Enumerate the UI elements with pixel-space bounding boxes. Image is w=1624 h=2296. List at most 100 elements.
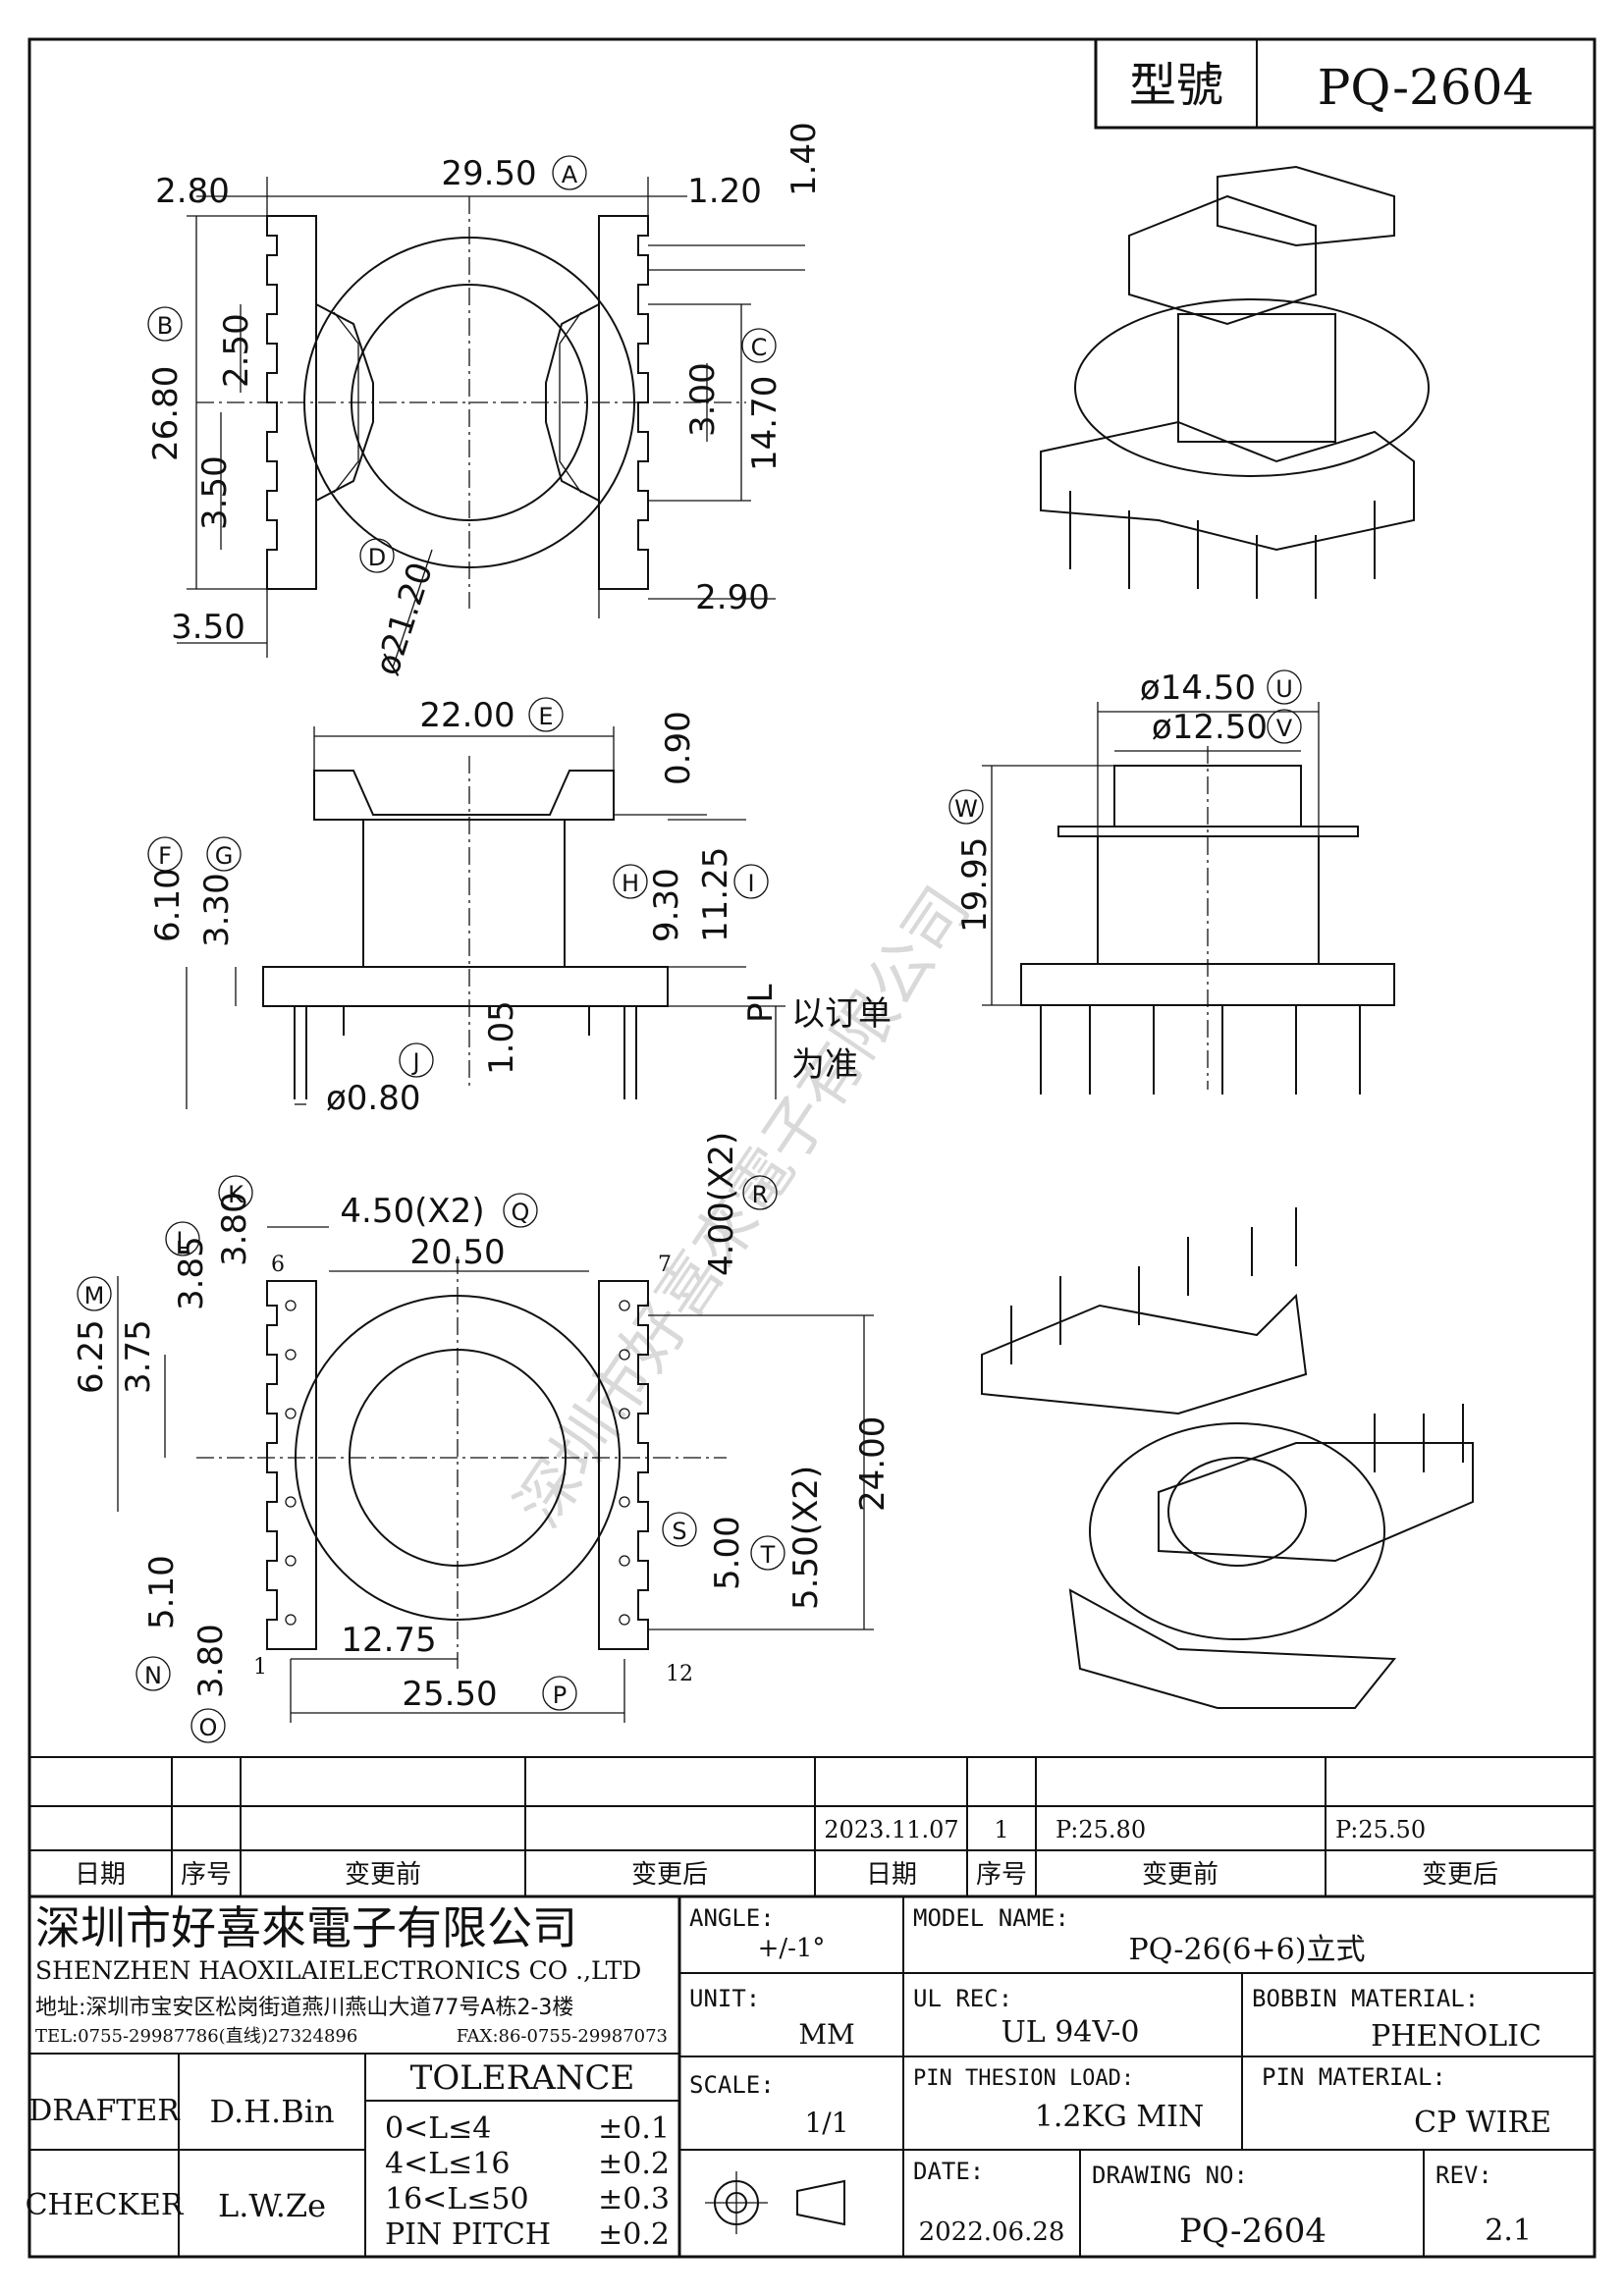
bottom-view: 6 7 1 12 4.50(X2) Q 20.50 4.00(X2) R 3.8… (72, 1132, 893, 1743)
dim-l-tag: L (176, 1227, 189, 1255)
dim-right-top: 1.20 (687, 172, 762, 211)
dim-bottom-right: 2.90 (695, 578, 770, 617)
model-header: 型號 PQ-2604 (1094, 37, 1597, 130)
pin-material-value: CP WIRE (1414, 2106, 1551, 2140)
dim-f-value: 6.10 (148, 868, 188, 942)
dim-o-value: 3.80 (191, 1624, 231, 1698)
rev-row-after: P:25.50 (1335, 1816, 1426, 1843)
dim-left-top: 2.80 (155, 172, 230, 211)
revision-table: 2023.11.07 1 P:25.80 P:25.50 日期 序号 变更前 变… (29, 1756, 1595, 1898)
col-date-2: 日期 (866, 1860, 917, 1890)
model-header-value: PQ-2604 (1318, 59, 1535, 116)
rev-label: REV: (1435, 2162, 1492, 2189)
dim-m2-value: 3.75 (119, 1319, 158, 1394)
pl-note-2: 为准 (791, 1045, 858, 1085)
dim-p-value: 25.50 (402, 1675, 497, 1714)
dim-t-value: 5.50(X2) (786, 1466, 826, 1610)
dim-r-tag: R (752, 1181, 769, 1208)
pin-1-label: 1 (253, 1655, 267, 1680)
dim-w-value: 19.95 (955, 837, 995, 933)
angle-value: +/-1° (758, 1934, 826, 1963)
dim-b-value: 26.80 (146, 366, 186, 461)
watermark: 深圳市好喜來電子有限公司 (503, 875, 985, 1540)
col-date-1: 日期 (75, 1860, 126, 1890)
dim-d-tag: D (368, 544, 386, 571)
tol-value-4: ±0.2 (598, 2217, 670, 2252)
dim-c-tag: C (751, 334, 768, 361)
tol-value-2: ±0.2 (598, 2147, 670, 2181)
tolerance-label: TOLERANCE (410, 2058, 635, 2098)
dim-n-value: 5.10 (142, 1555, 182, 1629)
model-header-label: 型號 (1129, 58, 1223, 113)
dim-u-value: ø14.50 (1140, 668, 1256, 708)
dim-bottom-left: 3.50 (171, 608, 245, 647)
pin-holes (285, 1300, 630, 1626)
dim-top-small: 0.90 (659, 711, 698, 785)
dim-d-value: ø21.20 (368, 558, 442, 680)
projection-symbol-icon (705, 2171, 845, 2234)
iso-view-bottom (981, 1207, 1474, 1709)
dim-k-tag: K (228, 1181, 244, 1208)
company-fax: FAX:86-0755-29987073 (457, 2026, 668, 2047)
angle-label: ANGLE: (689, 1904, 775, 1932)
dim-i-value: 11.25 (696, 847, 735, 942)
dim-o-tag: O (199, 1714, 218, 1741)
unit-value: MM (798, 2018, 854, 2051)
checker-value: L.W.Ze (218, 2187, 326, 2224)
dim-slot-h: 2.50 (217, 313, 256, 388)
dim-u-tag: U (1275, 675, 1293, 703)
dim-g-tag: G (215, 842, 234, 870)
dim-p-tag: P (553, 1682, 567, 1709)
checker-label: CHECKER (26, 2188, 185, 2222)
date-value: 2022.06.28 (919, 2217, 1065, 2247)
iso-view-top (1040, 165, 1430, 599)
pin-load-label: PIN THESION LOAD: (913, 2066, 1134, 2091)
dim-i-tag: I (747, 870, 754, 897)
drawing-no-value: PQ-2604 (1179, 2212, 1326, 2251)
company-tel: TEL:0755-29987786(直线)27324896 (35, 2026, 357, 2047)
dim-c-value: 14.70 (745, 376, 785, 471)
dim-j-value: ø0.80 (326, 1079, 421, 1118)
ul-label: UL REC: (913, 1985, 1012, 2012)
dim-t-tag: T (760, 1541, 776, 1569)
dim-s-tag: S (672, 1518, 686, 1545)
dim-a-tag: A (562, 161, 578, 188)
dim-flange: 1.05 (482, 1000, 521, 1075)
dim-v-tag: V (1276, 715, 1293, 742)
dim-n-tag: N (144, 1662, 162, 1689)
company-address: 地址:深圳市宝安区松岗街道燕川燕山大道77号A栋2-3楼 (35, 1996, 573, 2020)
dim-v-value: ø12.50 (1152, 708, 1268, 747)
dim-m-tag: M (84, 1282, 105, 1309)
dim-height: 24.00 (853, 1416, 893, 1512)
dim-m-value: 6.25 (72, 1319, 111, 1394)
col-seq-2: 序号 (976, 1860, 1027, 1890)
tol-value-3: ±0.3 (598, 2182, 670, 2216)
dim-s-value: 5.00 (708, 1516, 747, 1590)
col-before-2: 变更前 (1142, 1860, 1218, 1890)
col-after-1: 变更后 (631, 1860, 708, 1890)
dim-h-tag: H (622, 870, 639, 897)
dim-pl-label: PL (741, 984, 781, 1023)
tol-range-4: PIN PITCH (385, 2217, 551, 2252)
pl-note-1: 以订单 (791, 994, 892, 1034)
pin-6-label: 6 (271, 1253, 285, 1277)
drawing-no-label: DRAWING NO: (1092, 2162, 1248, 2189)
dim-far-right: 1.40 (785, 122, 824, 196)
pin-material-label: PIN MATERIAL: (1262, 2063, 1446, 2091)
dim-q-tag: Q (512, 1199, 530, 1226)
dim-e-value: 22.00 (419, 696, 514, 735)
company-name-cn: 深圳市好喜來電子有限公司 (35, 1901, 577, 1954)
dim-r-value: 4.00(X2) (702, 1132, 741, 1276)
model-name-label: MODEL NAME: (913, 1904, 1069, 1932)
model-name-value: PQ-26(6+6)立式 (1129, 1933, 1366, 1967)
pin-load-value: 1.2KG MIN (1035, 2100, 1204, 2134)
pin-12-label: 12 (666, 1662, 693, 1686)
dim-q-value: 4.50(X2) (340, 1192, 484, 1231)
side-view: ø14.50 U ø12.50 V 19.95 W (948, 668, 1395, 1095)
dim-h-value: 9.30 (647, 868, 686, 942)
col-seq-1: 序号 (181, 1860, 232, 1890)
col-after-2: 变更后 (1422, 1860, 1498, 1890)
dim-low-gap: 3.50 (195, 455, 235, 530)
